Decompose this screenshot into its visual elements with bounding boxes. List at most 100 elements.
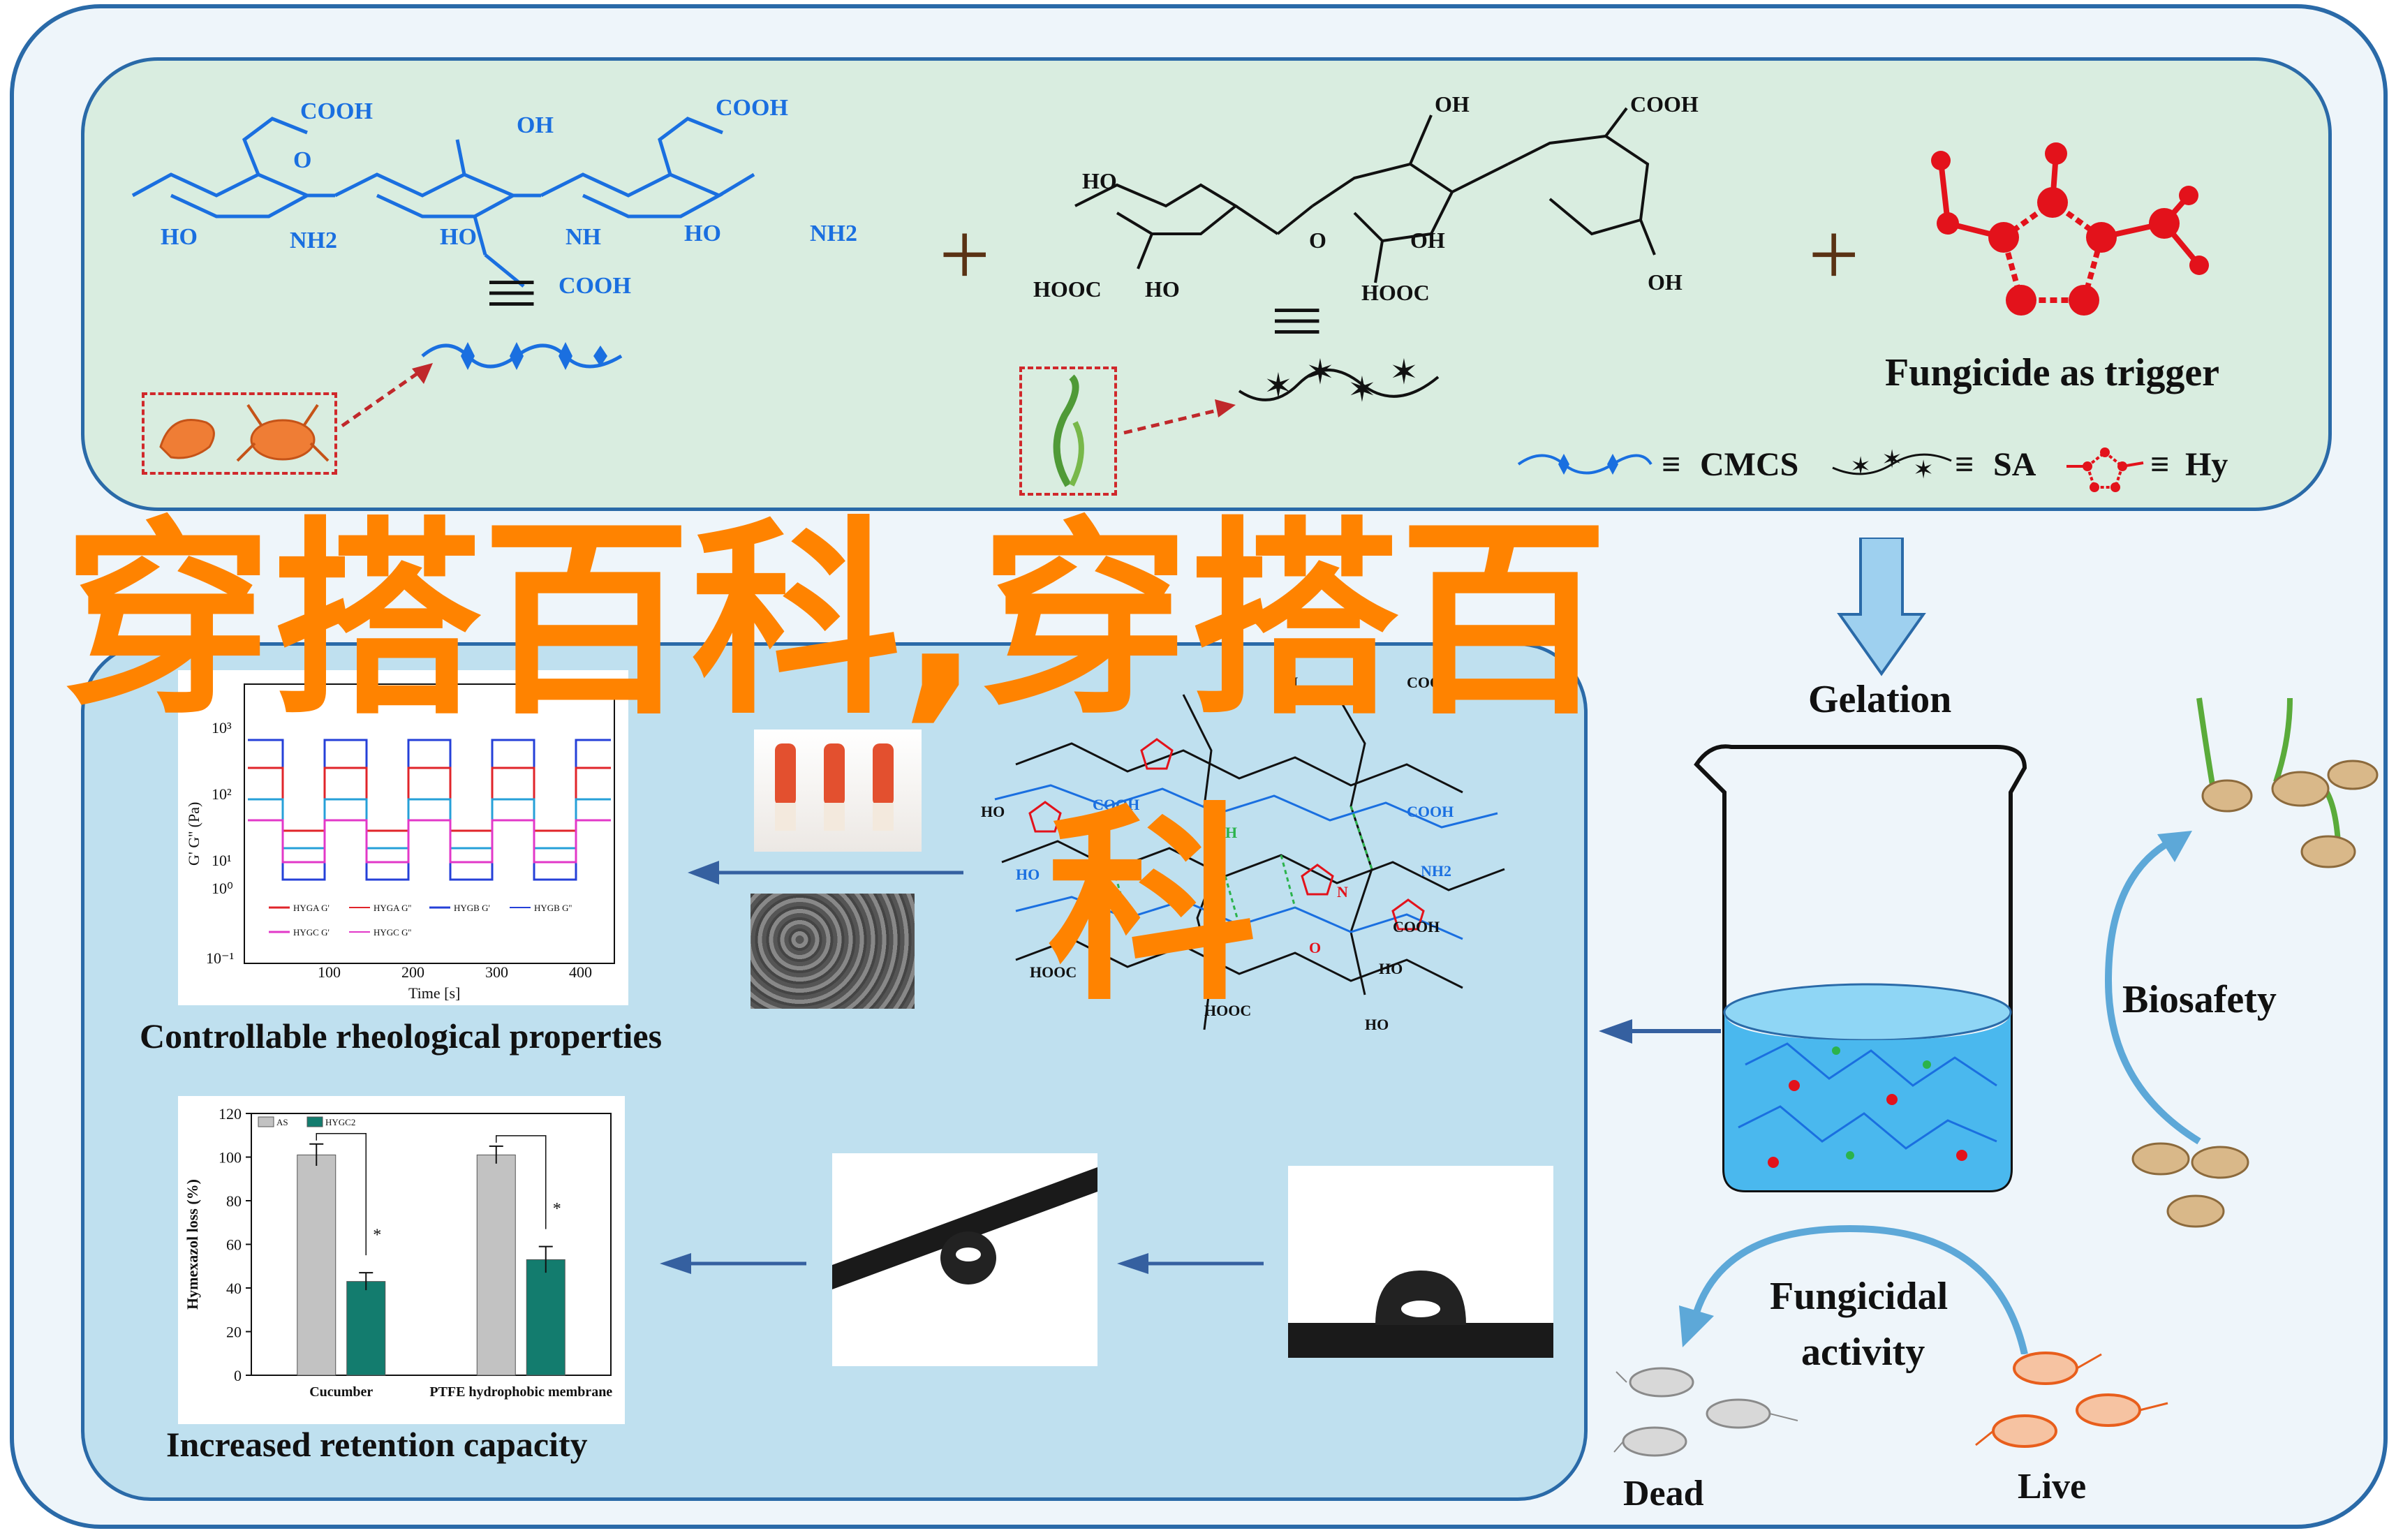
- net-label-13: COOH: [1393, 918, 1440, 935]
- shrimp-icon: [159, 419, 215, 459]
- sa-structure: HO HOOC HO OH OH HOOC COOH OH O: [1033, 91, 1699, 305]
- retention-caption: Increased retention capacity: [166, 1425, 588, 1464]
- bar-ytick-label: 0: [234, 1367, 242, 1384]
- sa-hooc-b: HOOC: [1361, 280, 1430, 305]
- svg-text:✶: ✶: [1306, 353, 1335, 392]
- watermark-line1: 穿搭百科,穿搭百: [63, 499, 1609, 743]
- rheology-caption: Controllable rheological properties: [140, 1016, 663, 1056]
- svg-text:✶: ✶: [1264, 367, 1293, 406]
- sa-oh-a: OH: [1435, 91, 1470, 117]
- sa-ho-b: HO: [1145, 276, 1180, 302]
- sa-equiv: |||: [1274, 304, 1329, 338]
- cmcs-equiv: |||: [489, 276, 543, 310]
- legend-cmcs-symbol: ≡: [1662, 446, 1681, 483]
- net-label-2: COOH: [1093, 796, 1139, 813]
- sa-oh-c: OH: [1648, 269, 1683, 295]
- bar-legend-swatch: [258, 1116, 274, 1127]
- rheology-xtick-0: 100: [318, 963, 341, 981]
- hy-molecule: [1931, 142, 2209, 316]
- cmcs-structure: COOH O HO NH2 OH HO NH COOH COOH HO NH2: [131, 95, 857, 299]
- rheology-legend-4: HYGC G': [293, 927, 330, 938]
- watermark-line2: 科: [1047, 785, 1257, 1029]
- net-label-4: HO: [1016, 866, 1040, 883]
- bar-ytick-label: 120: [219, 1105, 242, 1123]
- photos-arrow-1: [660, 1253, 806, 1274]
- bar-as-1: [476, 1154, 516, 1376]
- net-label-7: NH2: [1421, 862, 1451, 880]
- svg-text:✶: ✶: [1850, 452, 1871, 480]
- rheology-legend-2: HYGB G': [454, 903, 490, 913]
- bar-hygc2-0: [346, 1281, 386, 1376]
- net-label-1: COOH: [1407, 674, 1454, 691]
- bar-ytick-label: 40: [226, 1280, 242, 1297]
- bar-ytick-label: 80: [226, 1192, 242, 1210]
- bar-as-0: [297, 1154, 337, 1376]
- bar-significance-star: *: [373, 1226, 381, 1244]
- bar-significance-bracket: [316, 1133, 367, 1256]
- rheology-xlabel: Time [s]: [408, 984, 460, 1002]
- seeds-icon: [2131, 1142, 2249, 1228]
- svg-text:✶: ✶: [1389, 353, 1419, 392]
- biosafety-arrow: [2104, 831, 2201, 1145]
- net-label-15: HO: [1365, 1016, 1389, 1033]
- plus-sign-1: +: [939, 205, 991, 305]
- crab-icon: [236, 403, 330, 462]
- legend-cmcs-icon: [1517, 454, 1652, 475]
- live-fungi-icon: [1975, 1352, 2168, 1448]
- net-label-12: O: [1309, 939, 1321, 956]
- cmcs-ho-c: HO: [684, 221, 721, 246]
- bar-hygc2-1: [526, 1259, 565, 1376]
- seedling-icon: [2196, 697, 2379, 868]
- sa-chain-icon: ✶ ✶ ✶ ✶: [1238, 353, 1440, 409]
- gelation-down-arrow: [1837, 538, 1926, 676]
- bar-significance-star: *: [553, 1200, 561, 1218]
- bar-category-label: PTFE hydrophobic membrane: [429, 1384, 612, 1400]
- rheology-xtick-3: 400: [569, 963, 592, 981]
- cmcs-ho-b: HO: [440, 224, 477, 250]
- legend-sa-icon: ✶✶✶: [1832, 445, 1952, 484]
- rheology-ytick-4: 10⁻¹: [206, 949, 234, 967]
- hydrogel-network: OH COOH COOH COOH HO HO NH2 NH2 HOOC HOO…: [981, 674, 1505, 1033]
- rheology-ytick-1: 10²: [212, 785, 232, 803]
- bar-ylabel: Hymexazol loss (%): [184, 1179, 201, 1310]
- cmcs-cooh-c: COOH: [716, 95, 788, 121]
- rheology-ytick-2: 10¹: [212, 852, 232, 869]
- biosafety-label: Biosafety: [2122, 978, 2277, 1021]
- gel-vials: [775, 743, 894, 831]
- cmcs-cooh-a: COOH: [300, 98, 373, 124]
- net-label-0: OH: [1274, 674, 1298, 691]
- rheology-ytick-3: 10⁰: [212, 880, 233, 897]
- net-label-8: HOOC: [1030, 963, 1077, 981]
- bar-legend-swatch: [306, 1116, 323, 1127]
- bar-ytick-label: 100: [219, 1149, 242, 1167]
- photos-arrow-2: [1117, 1253, 1264, 1274]
- rheology-chart: [178, 670, 628, 1005]
- cmcs-nh2-b: NH2: [810, 221, 857, 246]
- plus-sign-2: +: [1808, 205, 1860, 305]
- sa-ho-a: HO: [1082, 168, 1117, 193]
- net-label-3: COOH: [1407, 803, 1454, 820]
- network-to-properties-arrow: [688, 861, 963, 884]
- cmcs-ho-a: HO: [161, 224, 198, 250]
- seaweed-to-sa-arrow: [1123, 399, 1236, 435]
- rheology-plot: 10³ 10² 10¹ 10⁰ 10⁻¹ 100 200 300 400 Tim…: [185, 683, 615, 1002]
- sa-o: O: [1309, 228, 1326, 253]
- fungicidal-arrow: [1679, 1224, 2028, 1354]
- bar-legend-label: HYGC2: [325, 1117, 355, 1127]
- bar-legend-label: AS: [276, 1117, 288, 1127]
- crustacean-source-box: [142, 392, 337, 475]
- rheology-xtick-2: 300: [485, 963, 508, 981]
- gelation-label: Gelation: [1808, 678, 1952, 721]
- seaweed-source-box: [1019, 367, 1117, 496]
- cmcs-oh: OH: [517, 112, 554, 138]
- fungicidal-label-line2: activity: [1801, 1331, 1925, 1374]
- rheology-ytick-0: 10³: [212, 719, 232, 736]
- net-label-9: HOOC: [1204, 1002, 1251, 1019]
- bar-significance-bracket: [496, 1135, 547, 1229]
- net-label-11: N: [1337, 883, 1348, 901]
- flat-droplet: [1288, 1271, 1553, 1358]
- net-label-5: HO: [981, 803, 1005, 820]
- dead-fungi-icon: [1613, 1367, 1798, 1457]
- svg-text:✶: ✶: [1881, 445, 1902, 473]
- svg-text:✶: ✶: [1347, 370, 1377, 409]
